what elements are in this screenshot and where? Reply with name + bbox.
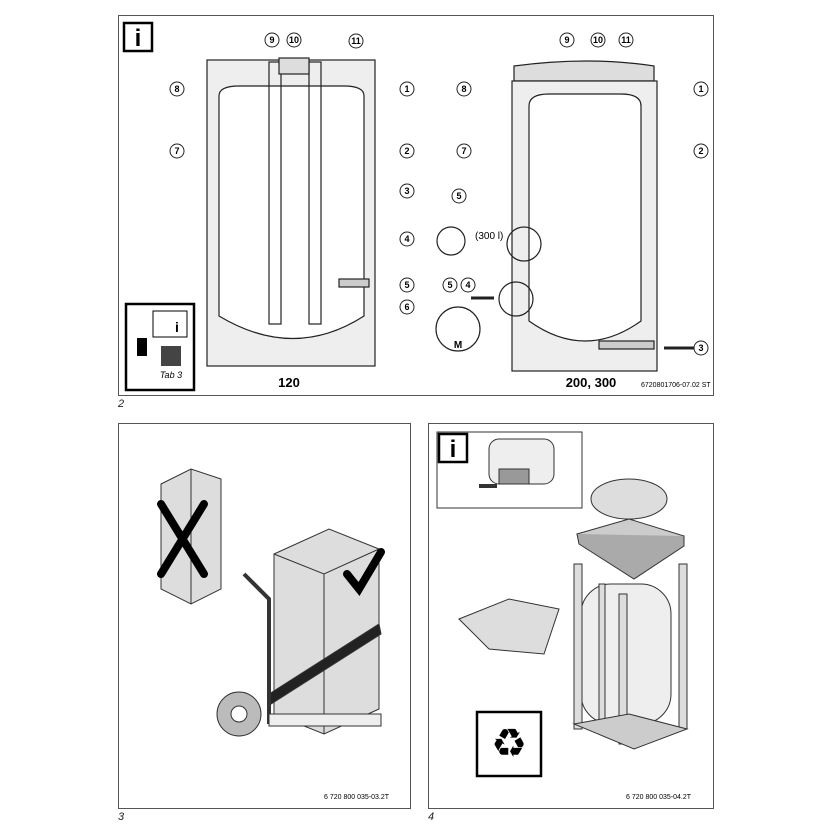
manual-reader-icon: i Tab 3 xyxy=(124,302,196,392)
recycle-icon: ♻ xyxy=(475,710,543,778)
svg-text:3: 3 xyxy=(698,343,703,353)
svg-text:11: 11 xyxy=(621,35,631,45)
water-heater-sectional-diagram: i 9 10 11 8 1 7 2 xyxy=(122,21,711,392)
svg-text:7: 7 xyxy=(461,146,466,156)
checkmark-icon xyxy=(343,548,385,597)
model-label-200-300: 200, 300 xyxy=(566,375,617,390)
figure-number: 2 xyxy=(118,398,125,410)
figure-number: 4 xyxy=(428,811,435,823)
model-label-120: 120 xyxy=(278,375,300,390)
svg-text:i: i xyxy=(175,319,179,335)
transport-diagram: 6 720 800 035-03.2T xyxy=(157,468,390,801)
svg-text:(300 l): (300 l) xyxy=(475,231,503,242)
svg-text:9: 9 xyxy=(564,35,569,45)
svg-text:2: 2 xyxy=(698,146,703,156)
callouts xyxy=(169,32,709,356)
svg-text:3: 3 xyxy=(404,186,409,196)
info-icon: i xyxy=(122,21,154,53)
cross-icon xyxy=(157,500,208,578)
svg-text:i: i xyxy=(135,25,142,52)
carried-tank-wrong xyxy=(160,468,222,605)
svg-text:2: 2 xyxy=(404,146,409,156)
svg-text:9: 9 xyxy=(269,35,274,45)
figure-2-panel: i 9 10 11 8 1 7 2 xyxy=(118,15,714,396)
svg-text:8: 8 xyxy=(461,84,466,94)
svg-text:8: 8 xyxy=(174,84,179,94)
svg-text:5: 5 xyxy=(404,280,409,290)
unpacking-diagram: i ♻ 6 720 800 035-04.2T xyxy=(436,431,692,801)
figure-code: 6 720 800 035-03.2T xyxy=(324,794,390,801)
figure-code: 6720801706-07.02 ST xyxy=(641,382,711,389)
figure-number: 3 xyxy=(118,811,125,823)
tank-120-drawing xyxy=(206,57,376,367)
svg-text:Tab 3: Tab 3 xyxy=(160,370,182,380)
hand-truck-tank xyxy=(216,528,382,737)
svg-text:11: 11 xyxy=(351,36,361,46)
svg-text:10: 10 xyxy=(289,35,299,45)
svg-text:7: 7 xyxy=(174,146,179,156)
info-icon: i xyxy=(437,432,469,464)
svg-text:5: 5 xyxy=(447,280,452,290)
svg-text:1: 1 xyxy=(698,84,703,94)
callout-numbers: 9 10 11 8 1 7 2 3 4 5 6 9 10 11 8 1 7 2 … xyxy=(174,35,703,353)
tank-200-300-drawing xyxy=(435,60,694,372)
svg-text:10: 10 xyxy=(593,35,603,45)
figure-3-panel: 6 720 800 035-03.2T xyxy=(118,423,411,809)
svg-text:♻: ♻ xyxy=(491,722,527,766)
svg-text:M: M xyxy=(454,340,462,351)
svg-text:4: 4 xyxy=(404,234,409,244)
figure-4-panel: i ♻ 6 720 800 035-04.2T xyxy=(428,423,714,809)
svg-text:4: 4 xyxy=(465,280,470,290)
figure-code: 6 720 800 035-04.2T xyxy=(626,794,692,801)
svg-text:6: 6 xyxy=(404,302,409,312)
svg-text:i: i xyxy=(450,436,457,463)
svg-text:1: 1 xyxy=(404,84,409,94)
svg-text:5: 5 xyxy=(456,191,461,201)
